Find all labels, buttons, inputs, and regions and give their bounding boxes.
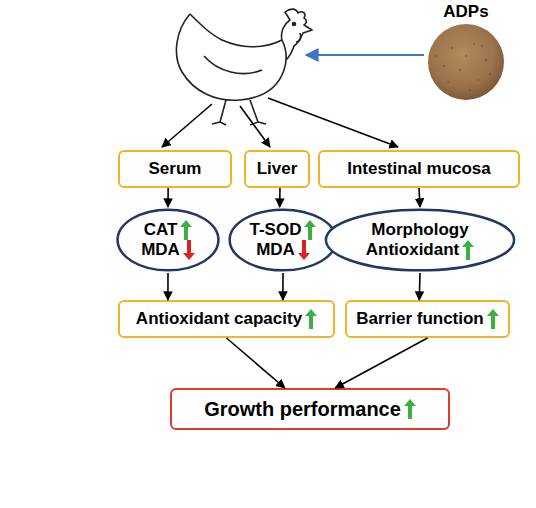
tissue-box: Intestinal mucosa xyxy=(318,150,520,188)
node-text: Antioxidant xyxy=(366,240,460,260)
text-row: Growth performance xyxy=(204,398,416,421)
powder-image xyxy=(428,24,504,100)
node-text: ADPs xyxy=(443,2,488,22)
chicken-arrow xyxy=(240,106,270,147)
chicken-illustration xyxy=(176,9,312,125)
node-text: CAT xyxy=(144,220,178,240)
flow-arrow xyxy=(167,188,169,207)
indicator-ellipse: CATMDA xyxy=(116,207,220,273)
decrease-arrow xyxy=(183,240,195,260)
text-row: Barrier function xyxy=(356,309,499,329)
increase-arrow xyxy=(404,399,416,419)
outcome-box: Antioxidant capacity xyxy=(118,300,335,338)
ingredient-node: ADPs xyxy=(426,2,506,102)
text-row: CAT xyxy=(144,220,193,240)
text-row: ADPs xyxy=(443,2,488,22)
tissue-box: Liver xyxy=(244,150,310,188)
node-text: T-SOD xyxy=(250,220,302,240)
indicator-ellipse: T-SODMDA xyxy=(228,207,338,273)
text-row: Intestinal mucosa xyxy=(347,159,491,179)
node-text: MDA xyxy=(256,240,295,260)
decrease-arrow xyxy=(298,240,310,260)
flow-arrow xyxy=(282,273,284,300)
text-row: Antioxidant xyxy=(366,240,475,260)
node-text: Growth performance xyxy=(204,398,401,421)
ellipse-outline xyxy=(228,207,338,273)
flow-arrow xyxy=(279,188,281,207)
node-text: Antioxidant capacity xyxy=(136,309,302,329)
increase-arrow xyxy=(462,240,474,260)
increase-arrow xyxy=(487,309,499,329)
tissue-box: Serum xyxy=(118,150,232,188)
text-row: T-SOD xyxy=(250,220,317,240)
feed-arrow xyxy=(306,54,424,56)
node-text: Barrier function xyxy=(356,309,484,329)
flow-arrow xyxy=(227,338,285,388)
flow-arrow xyxy=(419,188,420,207)
ellipse-outline xyxy=(116,207,220,273)
node-text: Serum xyxy=(149,159,202,179)
flow-arrow xyxy=(167,273,169,300)
text-row: Antioxidant capacity xyxy=(136,309,317,329)
node-text: MDA xyxy=(141,240,180,260)
increase-arrow xyxy=(180,220,192,240)
chicken-arrow xyxy=(268,98,398,147)
text-row: Liver xyxy=(257,159,298,179)
outcome-box: Barrier function xyxy=(345,300,510,338)
text-row: MDA xyxy=(141,240,195,260)
text-row: Morphology xyxy=(371,220,468,240)
text-row: Serum xyxy=(149,159,202,179)
result-box: Growth performance xyxy=(170,388,450,430)
node-text: Intestinal mucosa xyxy=(347,159,491,179)
text-row: MDA xyxy=(256,240,310,260)
flow-arrow xyxy=(418,273,420,300)
increase-arrow xyxy=(305,309,317,329)
node-text: Liver xyxy=(257,159,298,179)
flow-arrow xyxy=(335,338,427,388)
chicken-arrow xyxy=(162,104,212,147)
increase-arrow xyxy=(304,220,316,240)
indicator-ellipse: MorphologyAntioxidant xyxy=(323,207,517,273)
node-text: Morphology xyxy=(371,220,468,240)
